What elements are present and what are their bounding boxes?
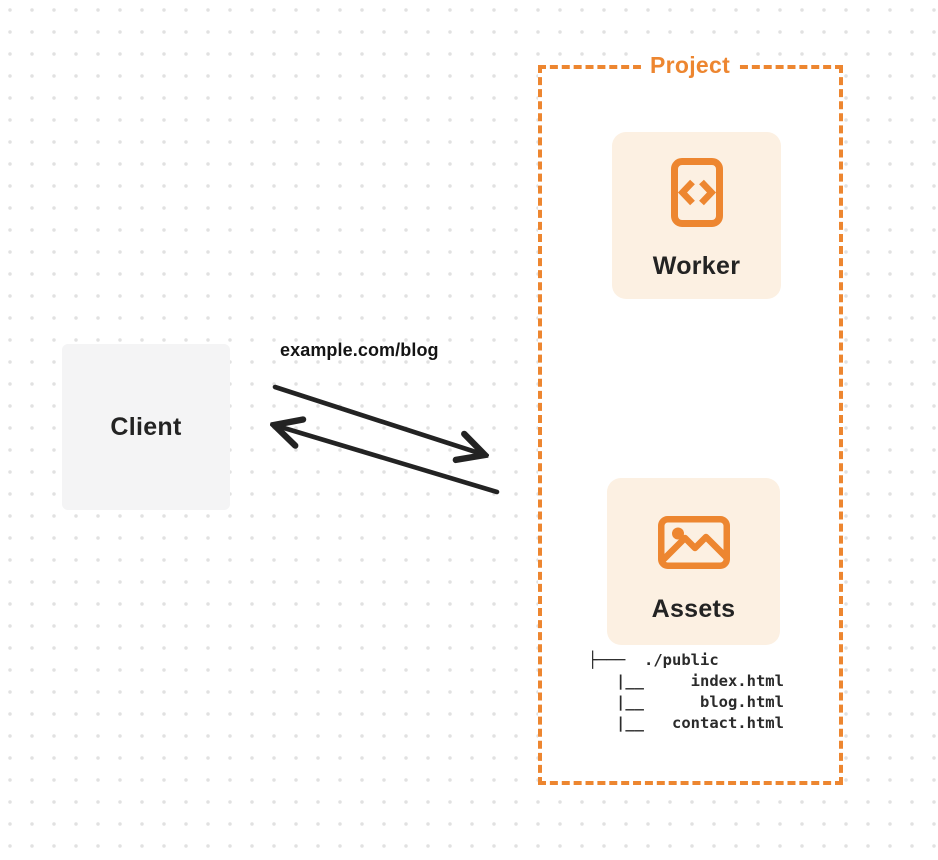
assets-label: Assets	[651, 595, 736, 623]
file-tree-line: |__ blog.html	[588, 693, 784, 711]
assets-node: Assets	[607, 478, 780, 645]
client-label: Client	[110, 412, 182, 441]
request-arrow	[272, 384, 485, 455]
client-node: Client	[62, 344, 230, 510]
image-icon	[657, 516, 730, 569]
worker-label: Worker	[652, 252, 741, 280]
file-tree-line: |__ index.html	[588, 672, 784, 690]
file-tree: ├─── ./public |__ index.html |__ blog.ht…	[588, 650, 784, 734]
project-title: Project	[640, 51, 740, 79]
worker-node: Worker	[612, 132, 781, 299]
request-url-label: example.com/blog	[280, 340, 439, 360]
file-tree-line: ├─── ./public	[588, 651, 719, 669]
code-icon	[670, 158, 723, 227]
response-arrow	[274, 425, 500, 495]
file-tree-line: |__ contact.html	[588, 714, 784, 732]
